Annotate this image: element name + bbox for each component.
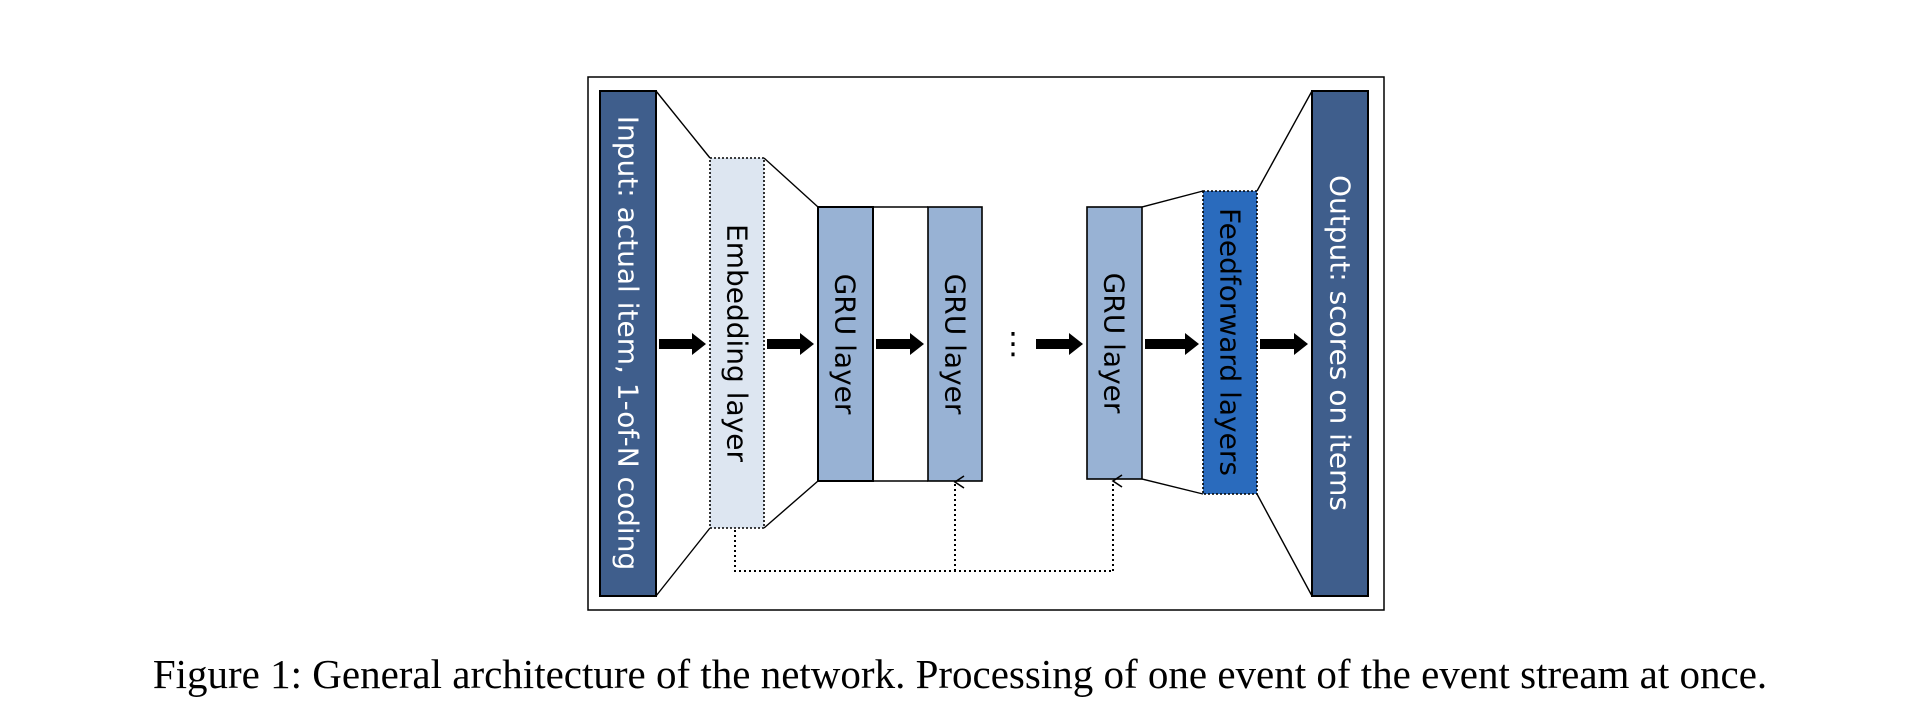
forward-arrows [659,333,1308,355]
arrow-input-to-embedding [659,333,706,355]
gru-layer-3-label: GRU layer [1098,273,1131,414]
gru-layer-3-box [1086,206,1143,480]
arrow-gru1-to-gru2 [876,333,924,355]
connector-lines [655,90,1313,597]
feedforward-layers-label: Feedforward layers [1214,208,1247,476]
arrow-feedforward-to-output [1260,333,1308,355]
input-layer-box [599,90,657,597]
arrow-embedding-to-gru1 [767,333,814,355]
arrow-ellipsis-to-gru3 [1036,333,1083,355]
figure-caption: Figure 1: General architecture of the ne… [152,651,1768,697]
skip-connections [734,474,1123,572]
ellipsis-mark: ⋮ [998,327,1028,362]
output-layer-box [1311,90,1369,597]
embedding-layer-label: Embedding layer [721,224,754,462]
embedding-layer-box [709,157,765,529]
gru-layer-1-box [817,206,874,482]
gru-layer-2-label: GRU layer [939,274,972,415]
output-layer-label: Output: scores on items [1324,175,1357,511]
architecture-diagram: Input: actual item, 1-of-N coding Embedd… [587,76,1385,611]
input-layer-label: Input: actual item, 1-of-N coding [612,116,645,570]
feedforward-layers-box [1202,190,1258,495]
gru-layer-1-label: GRU layer [829,274,862,415]
arrow-gru3-to-feedforward [1145,333,1199,355]
